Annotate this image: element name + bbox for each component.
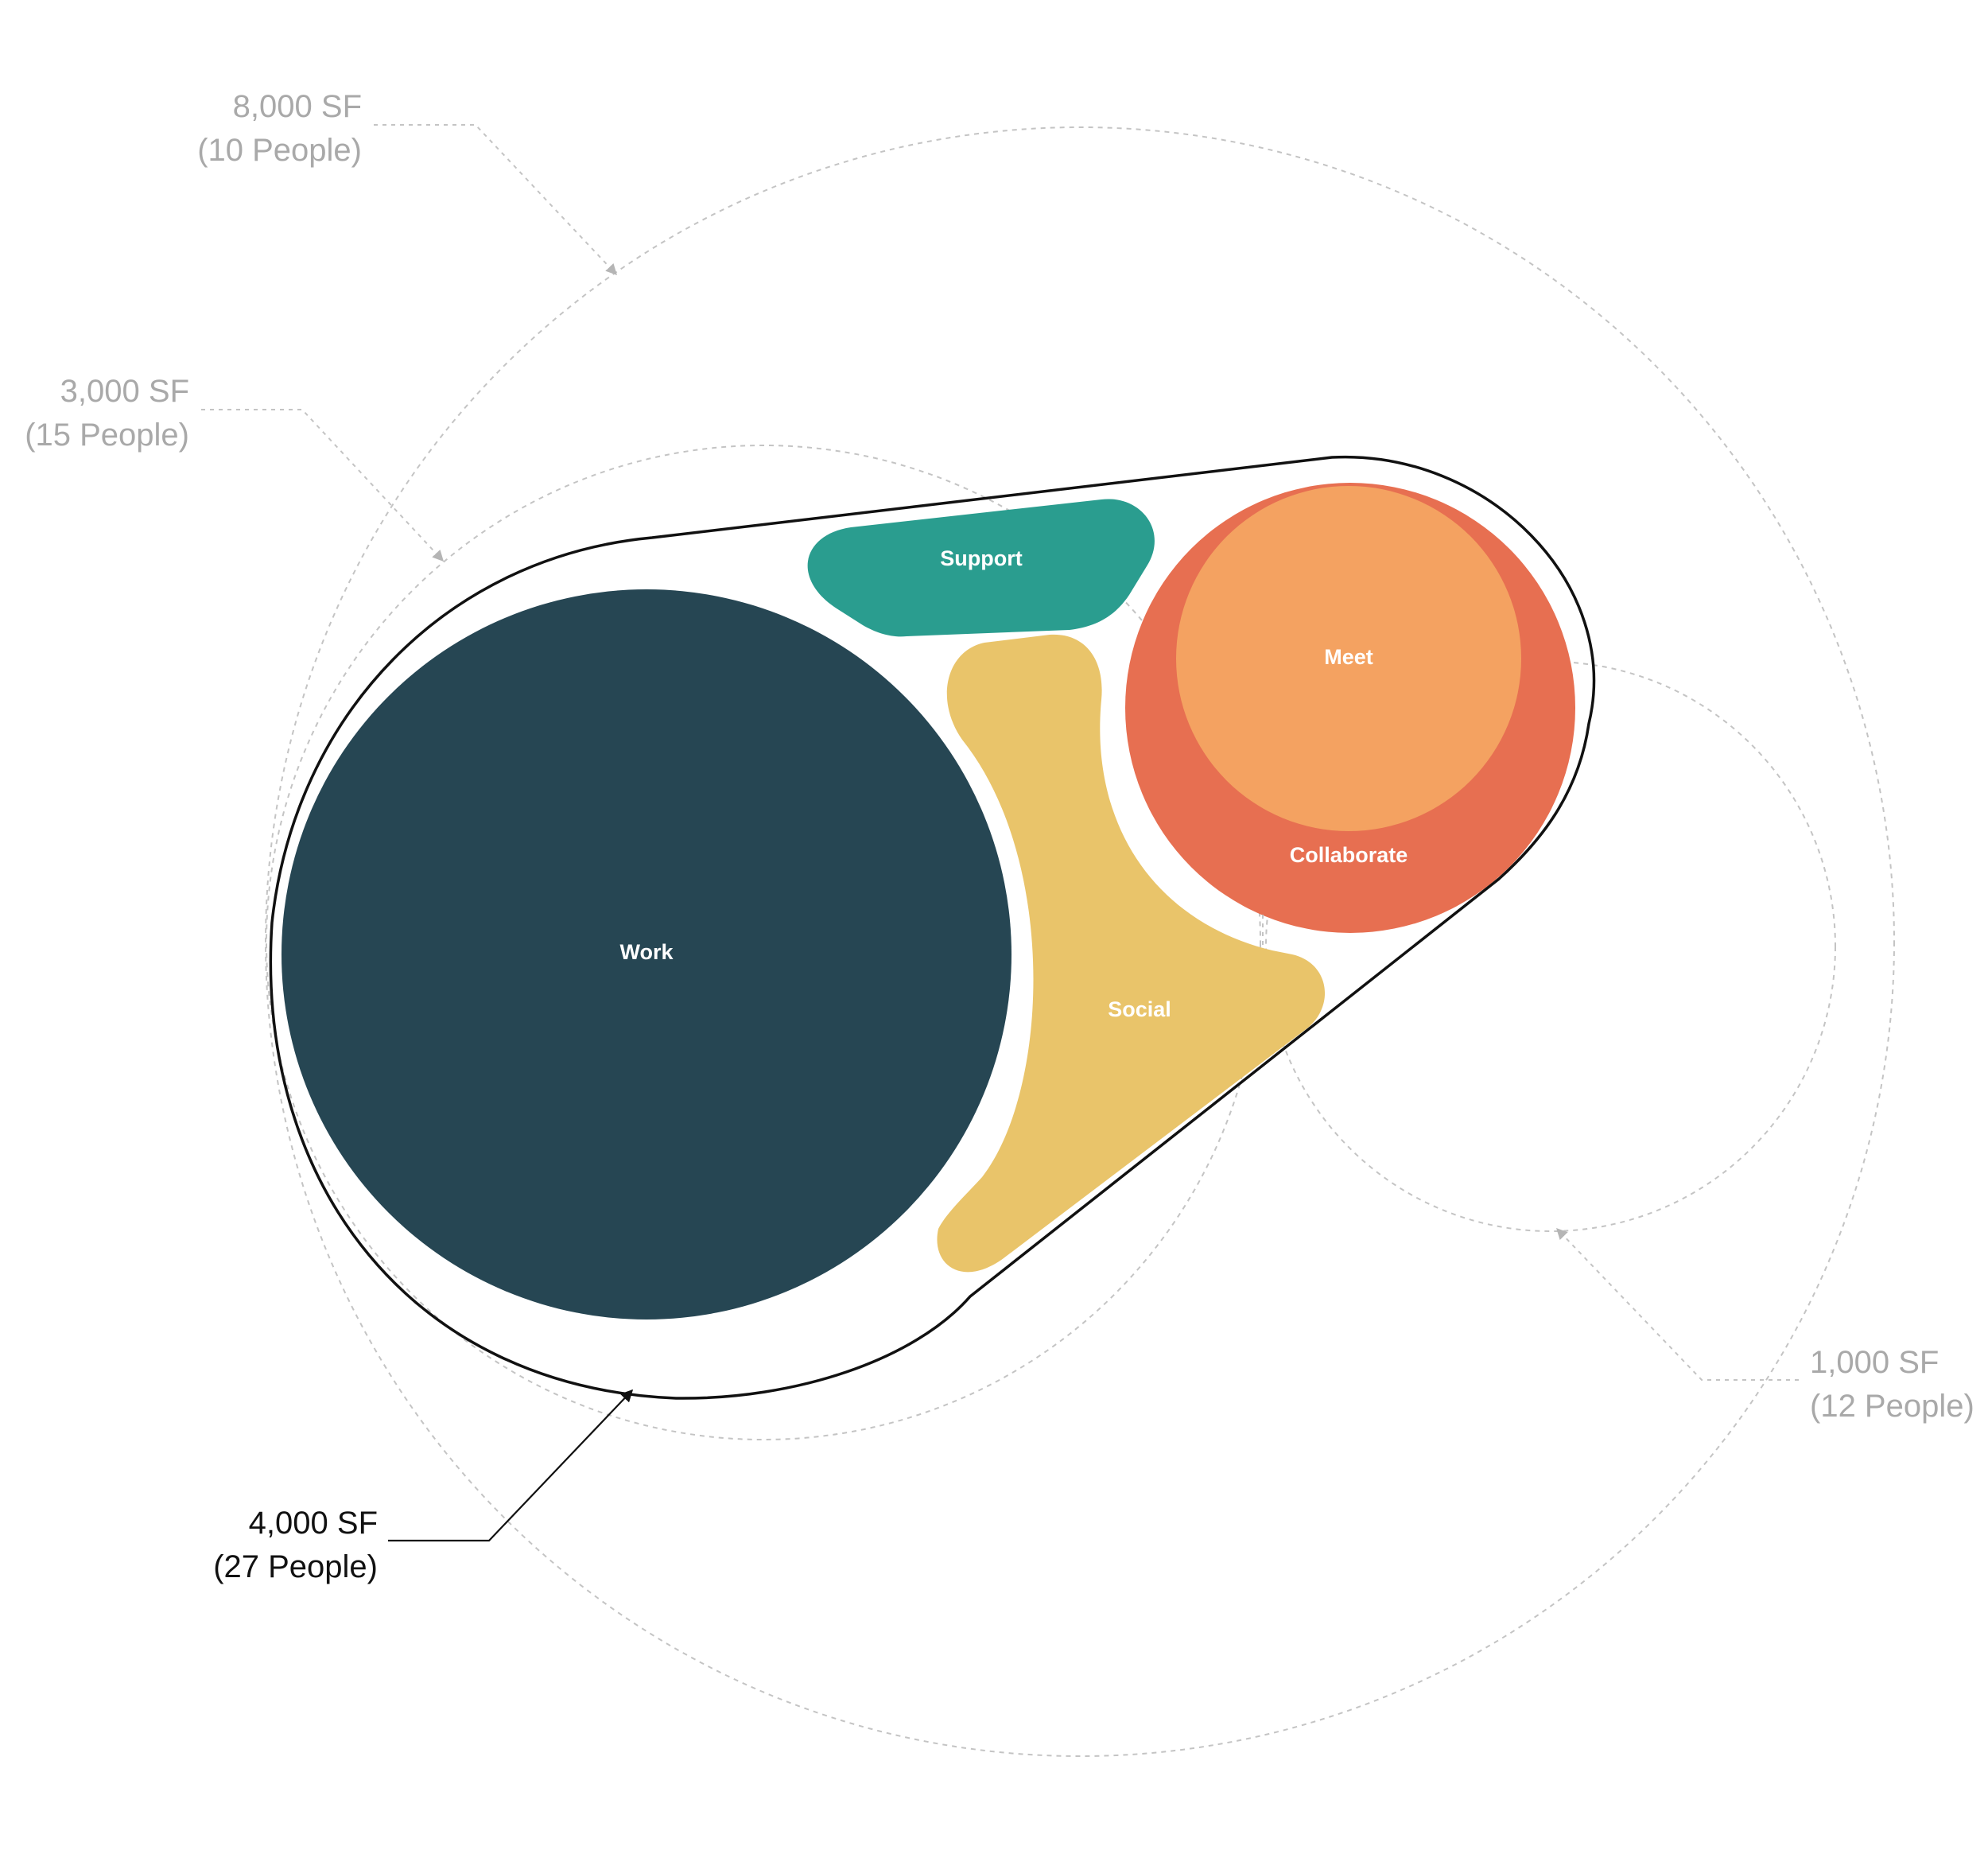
work-zone bbox=[282, 589, 1011, 1319]
collaborate-label: Collaborate bbox=[1290, 843, 1408, 867]
guide-circle-8000-sf bbox=[265, 126, 1895, 1757]
leader-line-8000-sf bbox=[374, 124, 617, 276]
leader-line-1000-sf bbox=[1556, 1227, 1799, 1381]
callout-3000-sf-people: (15 People) bbox=[25, 418, 189, 453]
callout-8000-sf-area: 8,000 SF bbox=[233, 89, 362, 124]
guide-circle-1000-sf bbox=[1265, 661, 1836, 1232]
callout-3000-sf-area: 3,000 SF bbox=[60, 374, 189, 409]
work-label: Work bbox=[619, 940, 674, 964]
leader-line-4000-sf bbox=[388, 1389, 634, 1542]
callout-1000-sf-people: (12 People) bbox=[1810, 1389, 1974, 1424]
boundary-outline-4000-sf bbox=[269, 455, 1596, 1400]
meet-label: Meet bbox=[1324, 645, 1373, 669]
callout-1000-sf-area: 1,000 SF bbox=[1810, 1345, 1939, 1380]
callout-4000-sf-people: (27 People) bbox=[213, 1549, 378, 1584]
social-zone bbox=[937, 634, 1326, 1273]
guide-circle-3000-sf bbox=[266, 445, 1261, 1440]
support-label: Support bbox=[940, 546, 1022, 570]
support-zone bbox=[807, 499, 1155, 637]
meet-zone bbox=[1176, 486, 1521, 831]
callout-8000-sf-people: (10 People) bbox=[197, 133, 362, 168]
social-label: Social bbox=[1108, 997, 1171, 1021]
callout-4000-sf-area: 4,000 SF bbox=[249, 1506, 378, 1541]
leader-line-3000-sf bbox=[201, 409, 444, 562]
